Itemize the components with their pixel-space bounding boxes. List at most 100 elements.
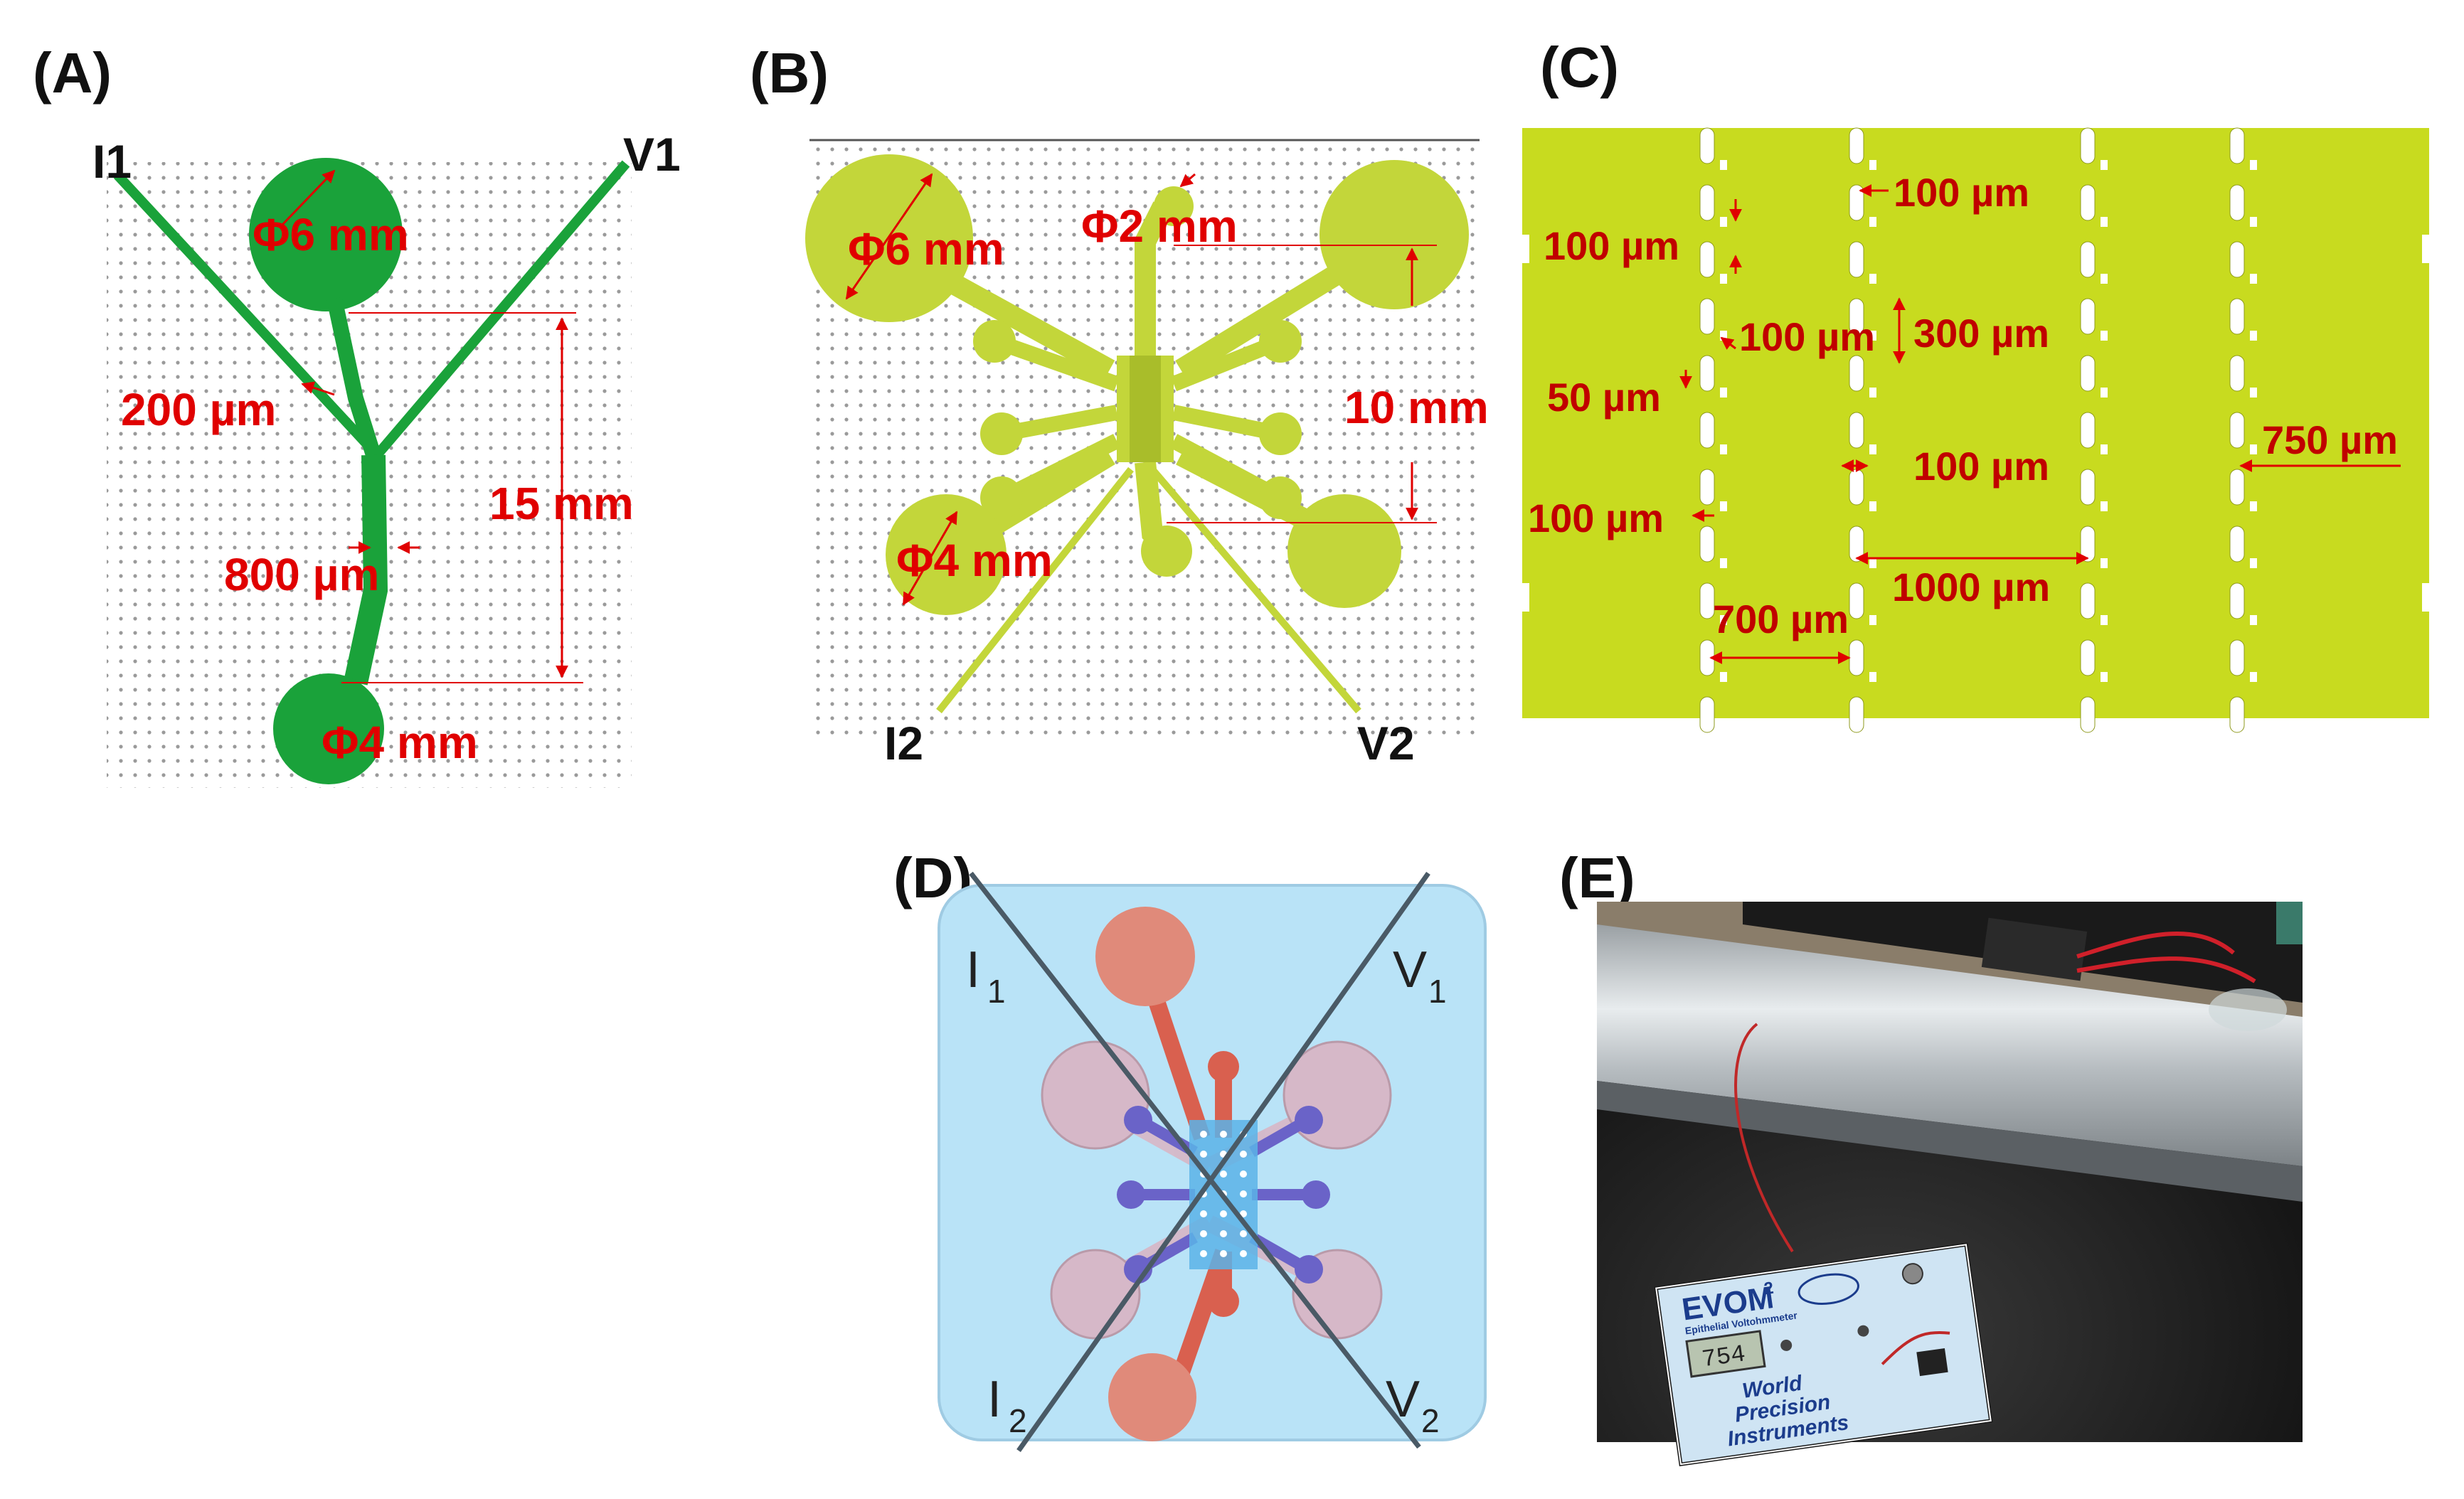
membrane-slot: [1699, 298, 1715, 335]
membrane-slot: [2229, 582, 2245, 619]
membrane-slot: [1699, 582, 1715, 619]
membrane-notch: [1869, 444, 1876, 454]
membrane-edge-cut: [1522, 583, 1529, 612]
membrane-slot: [1699, 241, 1715, 278]
membrane-notch: [2250, 444, 2257, 454]
panel-a-dimensions: [280, 169, 583, 683]
membrane-pore: [1200, 1250, 1207, 1257]
membrane-notch: [2101, 672, 2108, 682]
electrode-i1: [113, 171, 381, 459]
membrane-slot: [2229, 127, 2245, 164]
membrane-pore: [1220, 1250, 1227, 1257]
dim-c-8: 750 µm: [2262, 417, 2398, 462]
membrane-pore: [1240, 1210, 1247, 1217]
membrane-notch: [1720, 672, 1727, 682]
membrane-slot: [1849, 355, 1864, 392]
dim-channel-narrow: 200 µm: [121, 384, 276, 435]
panel-b-channel: [1130, 356, 1161, 462]
panel-e: (E) EVOM 2 Epithelial Voltohmmeter 754: [1559, 846, 2303, 1466]
membrane-pore: [1240, 1190, 1247, 1197]
membrane-pore: [1240, 1151, 1247, 1158]
panel-c-membrane: [1522, 128, 2429, 718]
electrode-i1-v2: [969, 871, 1421, 1449]
chip-blue-electrodes: [1117, 1106, 1330, 1284]
membrane-notch: [1869, 388, 1876, 398]
membrane-slot: [1699, 355, 1715, 392]
terminal-i1: I1: [92, 135, 132, 188]
membrane-slot: [1699, 184, 1715, 221]
dim-c-7: 100 µm: [1528, 496, 1664, 540]
membrane-slot: [2229, 355, 2245, 392]
membrane-slot: [2229, 696, 2245, 733]
membrane-slot: [1699, 469, 1715, 506]
membrane-slot: [2080, 639, 2096, 676]
membrane-notch: [1720, 388, 1727, 398]
membrane-slot: [1849, 469, 1864, 506]
membrane-notch: [2250, 615, 2257, 625]
membrane-notch: [2101, 274, 2108, 284]
membrane-slot: [2080, 127, 2096, 164]
membrane-notch: [2250, 672, 2257, 682]
membrane-slot: [1849, 127, 1864, 164]
photo-steel-rail: [1597, 924, 2303, 1166]
membrane-notch: [2250, 501, 2257, 511]
membrane-notch: [1720, 444, 1727, 454]
membrane-notch: [2250, 388, 2257, 398]
membrane-slot: [2229, 526, 2245, 562]
membrane-edge-cut: [2422, 583, 2429, 612]
dim-c-6: 100 µm: [1913, 444, 2049, 489]
membrane-slot: [2229, 639, 2245, 676]
membrane-notch: [1720, 217, 1727, 227]
dim-c-9: 1000 µm: [1892, 565, 2050, 609]
membrane-notch: [2101, 217, 2108, 227]
evom-device: EVOM 2 Epithelial Voltohmmeter 754 World…: [1654, 1242, 1993, 1466]
panel-a-device: [113, 158, 630, 784]
membrane-slot: [1849, 696, 1864, 733]
membrane-slot: [1699, 696, 1715, 733]
membrane-notch: [1869, 615, 1876, 625]
membrane-slot: [2080, 696, 2096, 733]
membrane-pore: [1220, 1210, 1227, 1217]
membrane-pore: [1200, 1131, 1207, 1138]
membrane-notch: [1720, 160, 1727, 170]
membrane-notch: [2101, 331, 2108, 341]
membrane-pore: [1200, 1230, 1207, 1237]
reservoir-top-right: [1319, 160, 1469, 309]
membrane-pore: [1240, 1230, 1247, 1237]
membrane-edge-cut: [1522, 235, 1529, 263]
channel-narrow: [326, 297, 381, 458]
inlet-large: [249, 158, 403, 311]
dim-b-inlet-large: Φ6 mm: [848, 223, 1004, 274]
panel-b-dimensions: [845, 173, 1437, 606]
dim-c-2: 100 µm: [1544, 223, 1679, 268]
dim-c-10: 700 µm: [1713, 597, 1849, 641]
evom-reading: 754: [1700, 1341, 1747, 1374]
evom-display: [1685, 1330, 1766, 1378]
membrane-slot: [2229, 298, 2245, 335]
membrane-slot: [2229, 412, 2245, 449]
membrane-slot: [2080, 298, 2096, 335]
membrane-pore: [1220, 1170, 1227, 1178]
terminal-v1: V1: [623, 128, 681, 181]
membrane-notch: [1720, 331, 1727, 341]
membrane-slot: [2080, 582, 2096, 619]
membrane-slot: [2229, 241, 2245, 278]
membrane-notch: [1869, 274, 1876, 284]
membrane-slot: [2229, 469, 2245, 506]
membrane-slot: [2080, 526, 2096, 562]
terminal-d-i1: I: [966, 941, 980, 998]
panel-c: (C) 100 µm 100 µm 300 µm 100 µm 50 µm 10…: [1522, 36, 2429, 733]
terminal-v2: V2: [1357, 717, 1415, 769]
dim-inlet-small: Φ4 mm: [322, 717, 478, 768]
membrane-slot: [2080, 469, 2096, 506]
membrane-notch: [1720, 615, 1727, 625]
membrane-slot: [1849, 582, 1864, 619]
membrane-slot: [1849, 241, 1864, 278]
dim-b-inlet-small: Φ4 mm: [896, 535, 1053, 586]
panel-b: (B): [750, 41, 1489, 769]
dim-b-inlet-mid: Φ2 mm: [1081, 201, 1238, 252]
evom-brand-sup: 2: [1763, 1279, 1775, 1299]
panel-d: (D): [893, 846, 1487, 1453]
membrane-slot: [2080, 184, 2096, 221]
